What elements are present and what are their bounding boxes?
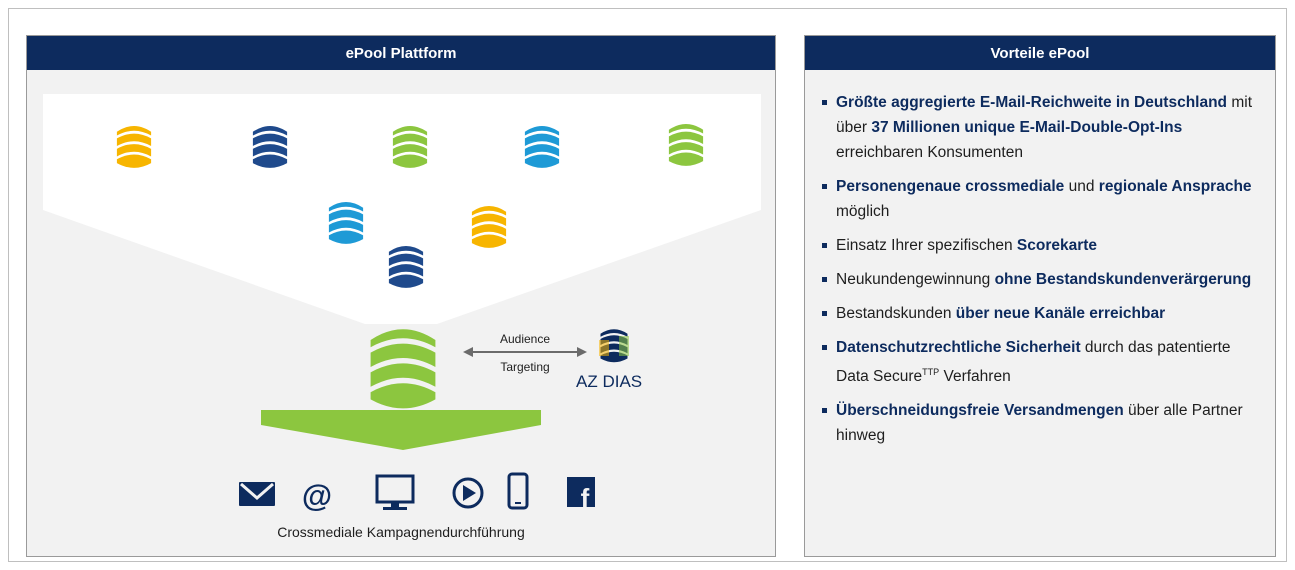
central-database-icon bbox=[370, 329, 436, 409]
outer-frame bbox=[8, 8, 1287, 562]
panel-title-platform: ePool Plattform bbox=[27, 36, 775, 70]
list-item: Überschneidungsfreie Versandmengen über … bbox=[819, 398, 1255, 448]
distribution-chevron bbox=[261, 410, 541, 450]
az-dias-logo-icon bbox=[599, 329, 629, 363]
list-item: Bestandskunden über neue Kanäle erreichb… bbox=[819, 301, 1255, 326]
list-item: Datenschutzrechtliche Sicherheit durch d… bbox=[819, 335, 1255, 389]
targeting-label: Targeting bbox=[500, 360, 549, 374]
list-item: Einsatz Ihrer spezifischen Scorekarte bbox=[819, 233, 1255, 258]
svg-text:f: f bbox=[581, 483, 590, 513]
epool-platform-panel: ePool Plattform bbox=[26, 35, 776, 557]
smartphone-icon bbox=[507, 472, 529, 510]
list-item: Größte aggregierte E-Mail-Reichweite in … bbox=[819, 90, 1255, 165]
double-arrow-icon bbox=[463, 347, 587, 357]
list-item: Neukundengewinnung ohne Bestandskundenve… bbox=[819, 267, 1255, 292]
funnel-diagram: Audience Targeting AZ DIAS @ bbox=[43, 94, 761, 513]
campaign-caption: Crossmediale Kampagnendurchführung bbox=[277, 524, 525, 540]
monitor-icon bbox=[375, 474, 415, 510]
funnel-shape bbox=[43, 94, 761, 324]
epool-advantages-panel: Vorteile ePool Größte aggregierte E-Mail… bbox=[804, 35, 1276, 557]
mail-icon bbox=[239, 482, 275, 506]
facebook-icon: f bbox=[567, 477, 595, 513]
list-item: Personengenaue crossmediale und regional… bbox=[819, 174, 1255, 224]
panel-title-advantages: Vorteile ePool bbox=[805, 36, 1275, 70]
az-dias-text: AZ DIAS bbox=[576, 372, 642, 391]
at-sign-icon: @ bbox=[302, 478, 332, 513]
play-icon bbox=[452, 477, 484, 509]
platform-diagram: Audience Targeting AZ DIAS @ bbox=[27, 70, 775, 556]
audience-label: Audience bbox=[500, 332, 550, 346]
advantages-list: Größte aggregierte E-Mail-Reichweite in … bbox=[819, 90, 1255, 457]
